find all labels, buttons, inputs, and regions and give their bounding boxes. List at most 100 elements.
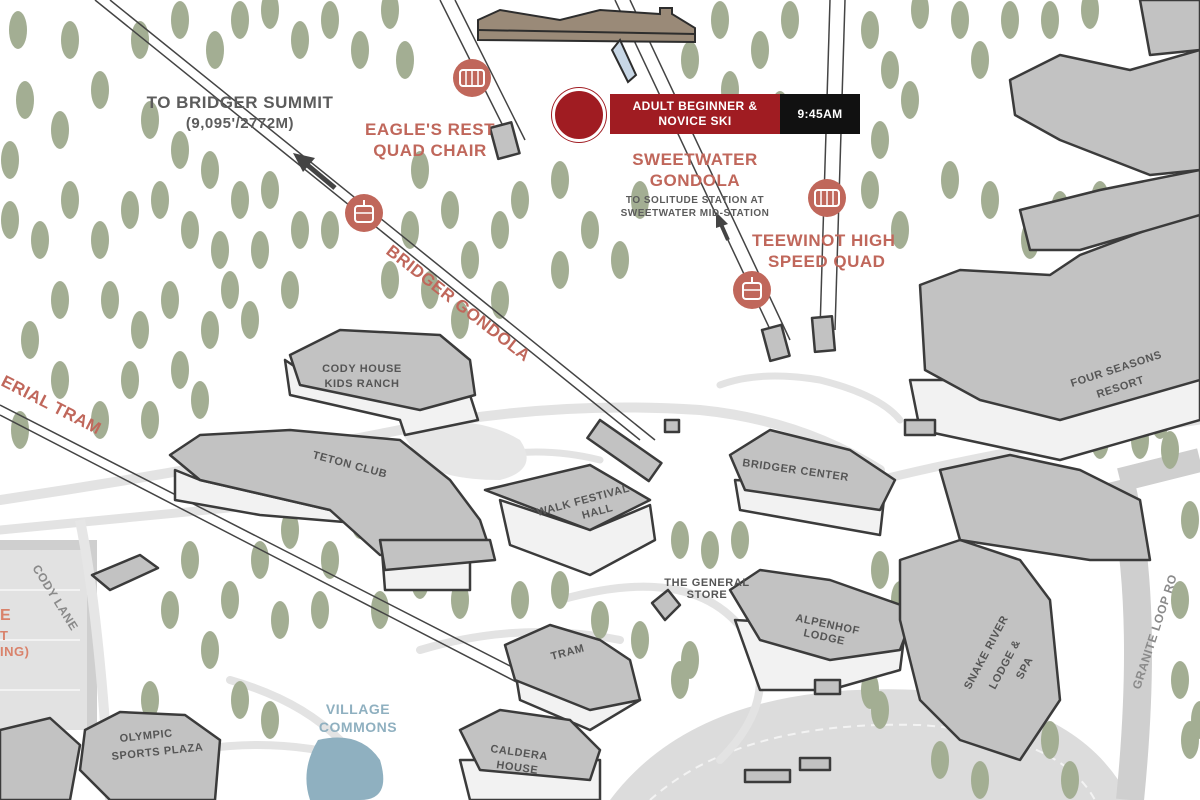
tree (181, 211, 199, 249)
tree (871, 691, 889, 729)
tree (461, 241, 479, 279)
event-marker[interactable] (552, 88, 606, 142)
tree (211, 231, 229, 269)
event-title: ADULT BEGINNER &NOVICE SKI (610, 94, 780, 134)
chairlift-icon-teewinot[interactable] (808, 179, 846, 217)
lift-cabins (488, 121, 837, 483)
tree (631, 181, 649, 219)
sweetwater-label-line2[interactable]: GONDOLA (650, 171, 740, 190)
tree (21, 321, 39, 359)
tree (251, 231, 269, 269)
tree (201, 631, 219, 669)
cody-house-label-line2[interactable]: KIDS RANCH (324, 378, 399, 390)
chairlift-icon-eagles-rest[interactable] (453, 59, 491, 97)
summit-label-line2: (9,095'/2772M) (186, 115, 294, 132)
eagles-rest-label-line1[interactable]: EAGLE'S REST (365, 120, 495, 139)
tree (901, 81, 919, 119)
pond (306, 737, 384, 800)
event-callout[interactable]: ADULT BEGINNER &NOVICE SKI 9:45AM (552, 88, 862, 142)
tree (351, 31, 369, 69)
tree (201, 311, 219, 349)
tree (681, 41, 699, 79)
general-store-label-line1[interactable]: THE GENERAL (664, 577, 749, 589)
tree (451, 301, 469, 339)
tree (951, 1, 969, 39)
tree (51, 361, 69, 399)
tree (611, 241, 629, 279)
tree (971, 761, 989, 799)
tree (591, 601, 609, 639)
arrow-up-icon-sweetwater (716, 212, 730, 241)
tree (101, 281, 119, 319)
arrow-up-icon-bridger (293, 153, 337, 190)
tree (441, 191, 459, 229)
tree (291, 211, 309, 249)
tree (511, 181, 529, 219)
cody-house-label-line1[interactable]: CODY HOUSE (322, 363, 402, 375)
tree (1041, 721, 1059, 759)
tree (671, 661, 689, 699)
olympic-label-line1[interactable]: OLYMPIC (119, 727, 173, 745)
tree (321, 211, 339, 249)
tree (1171, 661, 1189, 699)
tree (131, 311, 149, 349)
sweetwater-sub-line1: TO SOLITUDE STATION AT (626, 195, 764, 206)
tree (1081, 0, 1099, 29)
tree (141, 681, 159, 719)
parking-label-a: E (0, 607, 11, 624)
tree (581, 211, 599, 249)
tree (121, 361, 139, 399)
gondola-icon-sweetwater[interactable] (733, 271, 771, 309)
tree (701, 531, 719, 569)
tree (231, 181, 249, 219)
gondola-icon-bridger[interactable] (345, 194, 383, 232)
tree (1061, 761, 1079, 799)
tree (181, 541, 199, 579)
tree (11, 411, 29, 449)
tree (941, 161, 959, 199)
eagles-rest-label-line2[interactable]: QUAD CHAIR (373, 141, 487, 160)
tree (381, 261, 399, 299)
tree (141, 101, 159, 139)
tree (631, 621, 649, 659)
tree (131, 21, 149, 59)
tree (161, 591, 179, 629)
tree (1191, 701, 1200, 739)
tree (971, 41, 989, 79)
tree (201, 151, 219, 189)
tree (161, 281, 179, 319)
tree (221, 271, 239, 309)
parking-lot (0, 540, 97, 730)
event-title-line1: ADULT BEGINNER & (632, 99, 758, 113)
tree (9, 11, 27, 49)
sweetwater-label-line1[interactable]: SWEETWATER (632, 150, 758, 169)
tree (421, 271, 439, 309)
tree (251, 541, 269, 579)
event-title-line2: NOVICE SKI (658, 114, 732, 128)
tree (31, 221, 49, 259)
tree (231, 681, 249, 719)
tree (881, 51, 899, 89)
tree (401, 211, 419, 249)
caldera-label-line2[interactable]: HOUSE (496, 759, 539, 777)
general-store-label-line2[interactable]: STORE (687, 589, 728, 601)
tree (171, 351, 189, 389)
tree (141, 401, 159, 439)
tree (221, 581, 239, 619)
tree (321, 541, 339, 579)
teewinot-label-line1[interactable]: TEEWINOT HIGH (752, 231, 895, 250)
tree (231, 1, 249, 39)
tree (411, 151, 429, 189)
tree (261, 701, 279, 739)
tree (171, 1, 189, 39)
tree (281, 271, 299, 309)
tree (491, 281, 509, 319)
tree (551, 161, 569, 199)
teewinot-label-line2[interactable]: SPEED QUAD (768, 252, 885, 271)
parking-label-c: ING) (0, 644, 29, 659)
tree (261, 171, 279, 209)
tree (91, 401, 109, 439)
village-commons-label-line2: COMMONS (319, 719, 397, 735)
tree (861, 171, 879, 209)
